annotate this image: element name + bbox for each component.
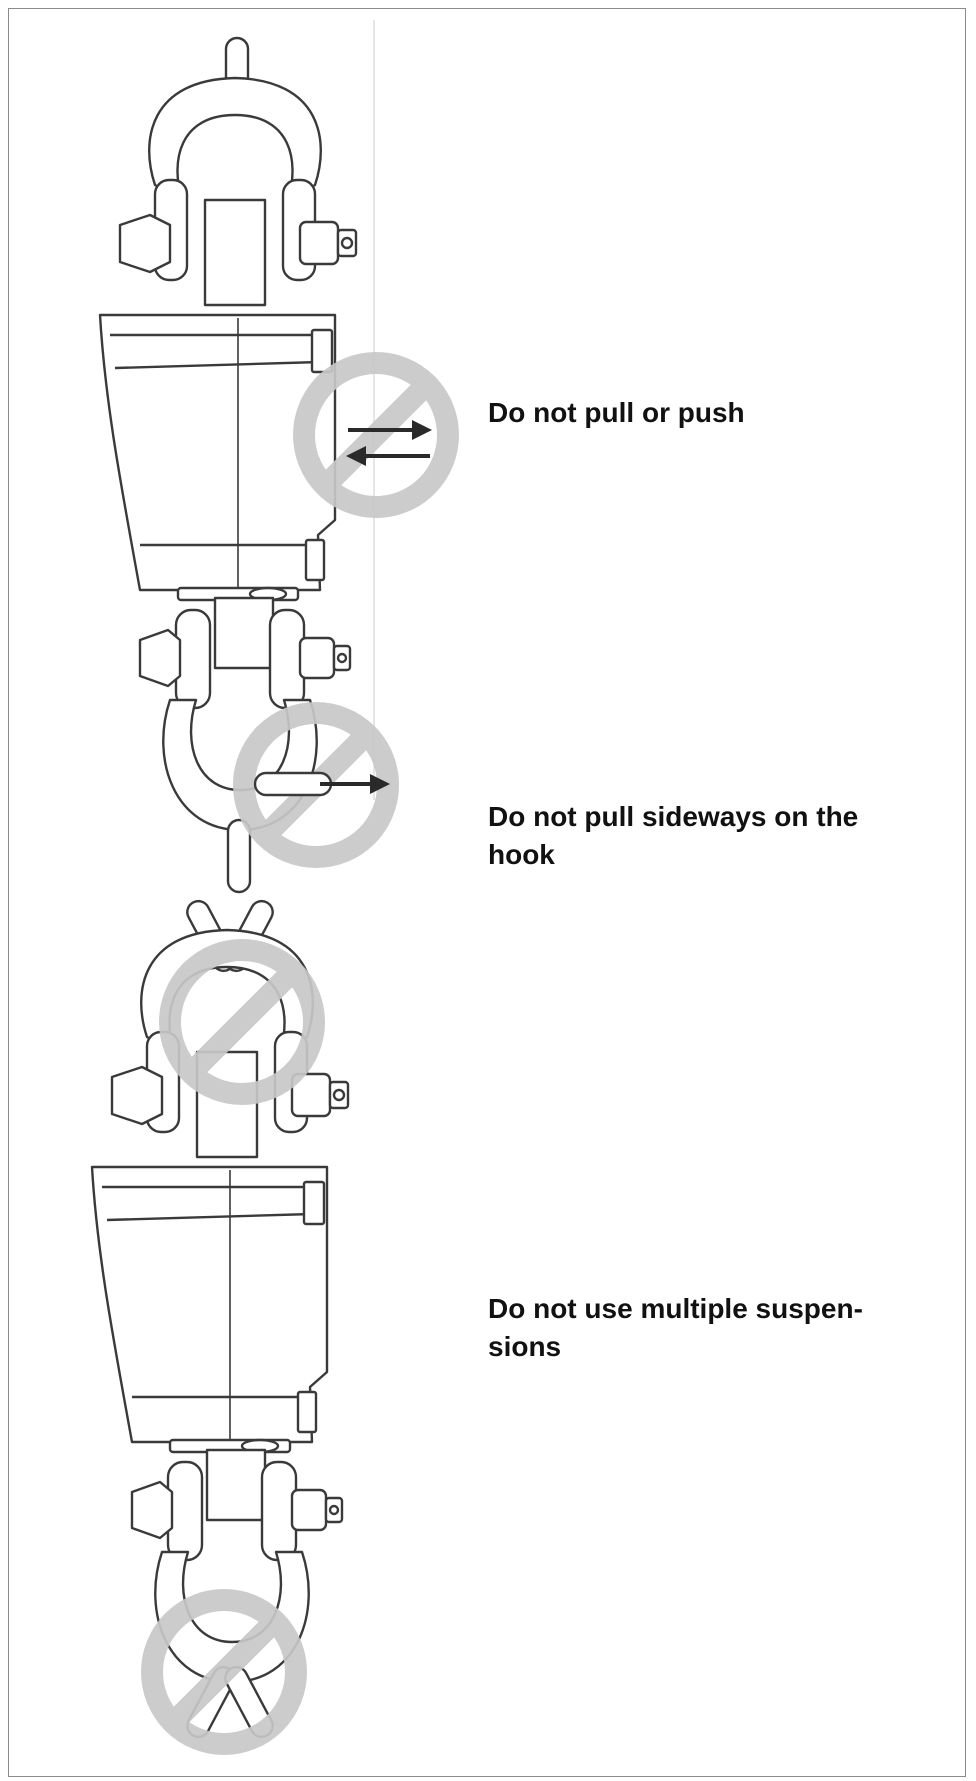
crane-scale-figure-1 xyxy=(98,20,375,894)
warning-label-pull-push: Do not pull or push xyxy=(488,397,745,428)
arrow-icon xyxy=(346,420,432,466)
warning-label-sideways: Do not pull sideways on the hook xyxy=(488,801,859,870)
sideways-pin xyxy=(253,771,333,797)
warning-label-multiple-suspensions: Do not use multiple suspen-sions xyxy=(488,1293,863,1362)
prohibition-sign-icon xyxy=(152,1600,296,1744)
page-frame xyxy=(8,8,966,1777)
arrow-icon xyxy=(320,774,390,794)
